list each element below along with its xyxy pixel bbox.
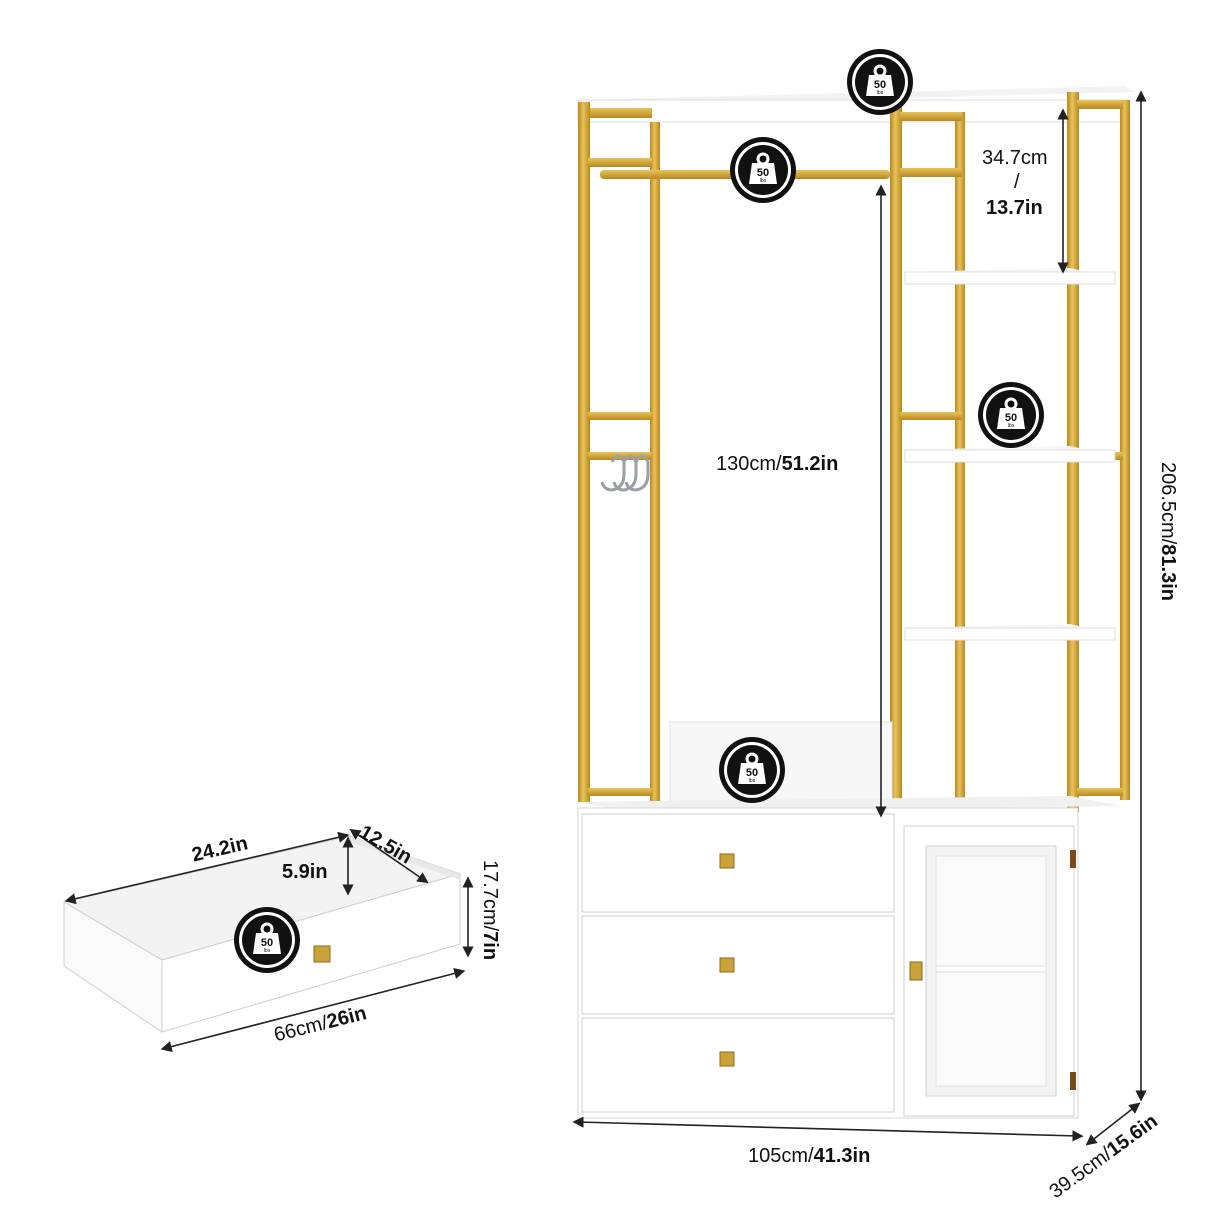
drawer-front-2 — [581, 915, 895, 1015]
badge-unit: lbs — [760, 178, 767, 184]
knob — [719, 853, 735, 869]
compartment-height-in: 13.7in — [986, 197, 1043, 219]
dimension-lines — [64, 90, 1147, 1146]
hanging-height-label: 130cm/51.2in — [716, 453, 839, 475]
compartment-height-sep: / — [1014, 171, 1020, 193]
knob — [719, 957, 735, 973]
badge-unit: lbs — [749, 778, 756, 784]
badge-unit: lbs — [1008, 423, 1015, 429]
badge-value: 50 — [261, 937, 273, 949]
badge-value: 50 — [874, 79, 886, 91]
weight-icon — [997, 408, 1025, 429]
drawer-outer-height: 17.7cm/7in — [479, 860, 501, 961]
weight-icon — [253, 933, 281, 954]
weight-icon — [738, 763, 766, 784]
base-cabinet — [577, 796, 1122, 1119]
drawer-inner-height: 5.9in — [282, 861, 328, 883]
total-height-label: 206.5cm/81.3in — [1157, 462, 1179, 601]
drawer-front-3 — [581, 1017, 895, 1113]
badge-unit: lbs — [877, 90, 884, 96]
badge-value: 50 — [746, 767, 758, 779]
weight-icon — [749, 163, 777, 184]
side-shelves — [904, 268, 1116, 641]
badge-unit: lbs — [264, 948, 271, 954]
weight-icon — [866, 75, 894, 96]
door-knob — [909, 961, 923, 981]
knob — [719, 1051, 735, 1067]
drawer-knob — [313, 945, 331, 963]
s-hooks — [600, 454, 650, 492]
left-gold-frame — [578, 102, 660, 802]
compartment-height-cm: 34.7cm — [982, 147, 1048, 169]
badge-value: 50 — [1005, 412, 1017, 424]
drawer-front-1 — [581, 813, 895, 913]
width-label: 105cm/41.3in — [748, 1145, 871, 1167]
badge-value: 50 — [757, 167, 769, 179]
